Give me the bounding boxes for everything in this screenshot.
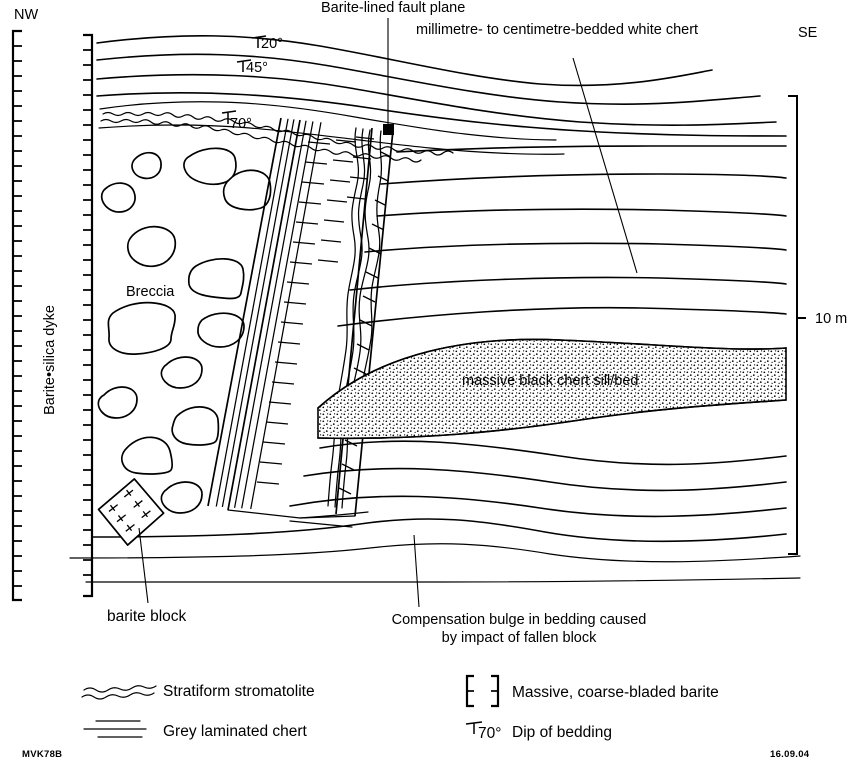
scale-label: 10 m (815, 311, 847, 327)
fault-plane-marker (383, 124, 394, 135)
compensation-leader (413, 534, 420, 608)
white-chert-label: millimetre- to centimetre-bedded white c… (416, 22, 698, 38)
dip-symbol-70 (221, 110, 237, 124)
stratiform-stromatolite-band (98, 101, 565, 163)
figure-date: 16.09.04 (770, 749, 810, 760)
legend-item-grey-laminated-chert: Grey laminated chert (83, 720, 308, 740)
legend: Stratiform stromatolite Grey laminated c… (81, 674, 719, 742)
black-chert-sill (317, 338, 787, 440)
figure-id-code: MVK78B (22, 749, 62, 760)
breccia-clasts-group (97, 147, 272, 514)
dip-symbol-45 (236, 59, 252, 72)
legend-label-grey-laminated-chert: Grey laminated chert (163, 723, 308, 740)
dip-label-70: 70° (230, 116, 252, 132)
fault-plane-label: Barite-lined fault plane (321, 0, 465, 16)
legend-dip-value: 70° (478, 725, 501, 742)
parallel-lines-symbol (83, 720, 147, 738)
legend-label-massive-coarse-bladed-barite: Massive, coarse-bladed barite (512, 684, 719, 701)
bracket-pair-symbol (465, 674, 500, 708)
white-chert-leader (572, 57, 638, 274)
barite-bracket-left-outer (11, 29, 22, 602)
dip-tick-symbol (465, 721, 483, 734)
dip-symbol-20 (251, 35, 267, 48)
legend-label-dip-of-bedding: Dip of bedding (512, 724, 612, 741)
barite-block-shape (97, 478, 165, 546)
compensation-label-line2: by impact of fallen block (442, 630, 597, 646)
barite-bracket-left-inner (83, 33, 94, 598)
wavy-lines-symbol (81, 685, 157, 700)
breccia-label: Breccia (126, 284, 175, 300)
legend-item-dip-of-bedding: 70° Dip of bedding (465, 721, 612, 742)
bedding-lines-group (69, 34, 801, 583)
black-chert-label: massive black chert sill/bed (462, 373, 639, 389)
legend-item-massive-coarse-bladed-barite: Massive, coarse-bladed barite (465, 674, 719, 708)
dip-symbols-group (221, 35, 267, 124)
orientation-label-nw: NW (14, 7, 38, 23)
barite-block-label: barite block (107, 608, 187, 625)
compensation-label-line1: Compensation bulge in bedding caused (392, 612, 647, 628)
orientation-label-se: SE (798, 25, 818, 41)
barite-block-leader (138, 527, 149, 604)
dip-label-20: 20° (261, 36, 283, 52)
legend-item-stratiform-stromatolite: Stratiform stromatolite (81, 683, 315, 700)
dyke-label: Barite•silica dyke (42, 305, 58, 415)
dip-label-45: 45° (246, 60, 268, 76)
leader-lines-group (138, 18, 638, 608)
legend-label-stratiform-stromatolite: Stratiform stromatolite (163, 683, 315, 700)
scale-bar-right (788, 95, 806, 555)
